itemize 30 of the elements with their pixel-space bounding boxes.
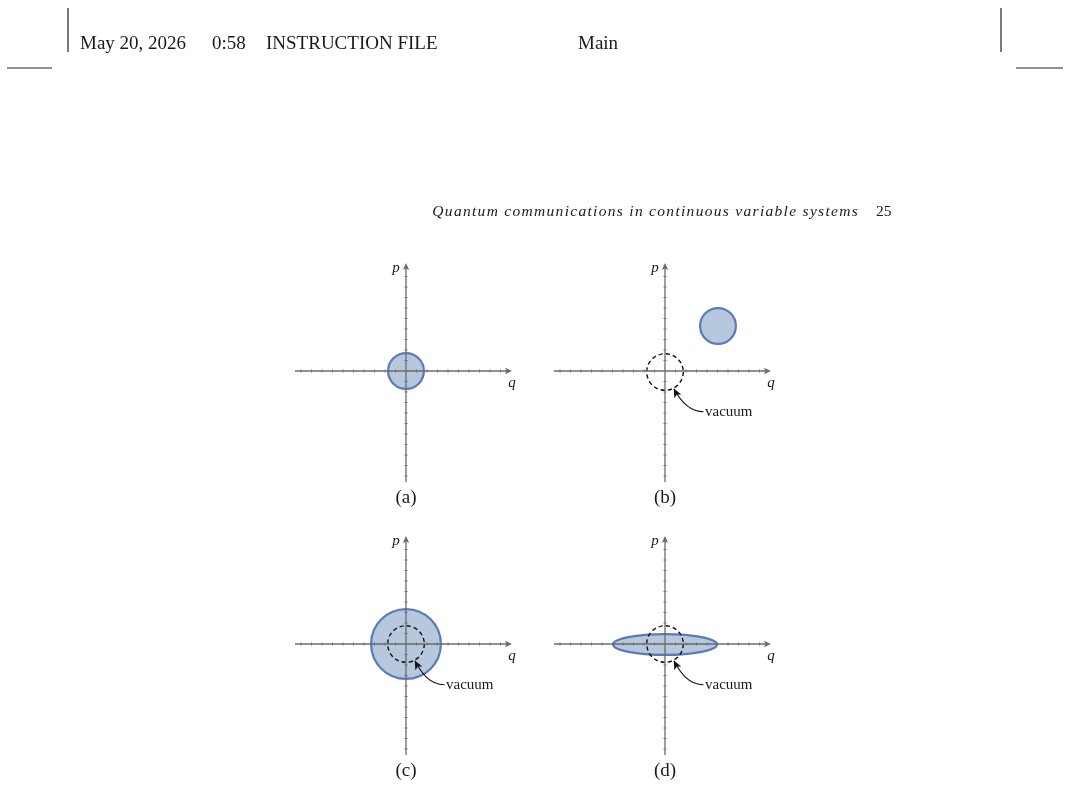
panel-caption: (b)	[653, 486, 677, 508]
leader-arrow	[414, 660, 446, 686]
axis-label: p	[651, 531, 659, 549]
panel-caption: (a)	[395, 486, 417, 508]
date-text: May 20, 2026	[80, 32, 187, 54]
axis-label: q	[767, 646, 775, 664]
leader-arrow	[673, 660, 705, 686]
state-circle	[370, 608, 442, 680]
page-number: 25	[876, 202, 892, 220]
panel-caption: (d)	[653, 759, 677, 781]
file-name-text: Main	[578, 32, 619, 54]
axis-label: q	[508, 373, 516, 391]
callout-label: vacuum	[446, 675, 494, 692]
time-text: 0:58	[212, 32, 246, 54]
dashed-circle	[646, 353, 684, 391]
dashed-circle	[646, 625, 684, 663]
callout-label: vacuum	[705, 402, 753, 419]
axis-label: q	[508, 646, 516, 664]
running-head: Quantum communications in continuous variable systems	[432, 202, 859, 220]
callout-label: vacuum	[705, 675, 753, 692]
axis-label: p	[392, 531, 400, 549]
panel-caption: (c)	[395, 759, 417, 781]
state-circle	[699, 307, 737, 345]
state-ellipse	[612, 632, 718, 656]
file-type-text: INSTRUCTION FILE	[266, 32, 438, 54]
axis-label: p	[651, 258, 659, 276]
axis-label: q	[767, 373, 775, 391]
leader-arrow	[673, 388, 705, 413]
axis-label: p	[392, 258, 400, 276]
dashed-circle	[387, 625, 425, 663]
